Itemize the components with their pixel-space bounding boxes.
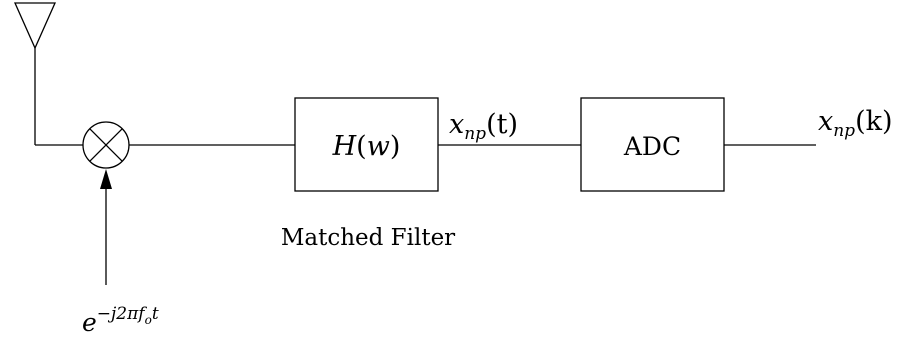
filter-label-func: H: [332, 131, 357, 162]
filter-output-symbol: x: [449, 109, 464, 140]
lo-input-arrow: [100, 169, 112, 285]
antenna-icon: [13, 2, 57, 145]
adc-output-subscript: np: [833, 121, 855, 141]
lo-exponent: −j2πf: [97, 304, 148, 324]
lo-signal-label: e−j2πfot: [82, 304, 159, 337]
adc-output-label: xnp(k): [818, 106, 893, 141]
filter-label-arg: w: [367, 131, 390, 162]
adc-label: ADC: [623, 132, 681, 161]
adc-block: ADC: [580, 97, 725, 192]
adc-output-symbol: x: [818, 106, 833, 137]
matched-filter-block: H(w): [294, 97, 439, 192]
lo-base: e: [82, 308, 97, 337]
filter-output-argument: (t): [486, 109, 518, 140]
filter-output-subscript: np: [464, 124, 486, 144]
filter-output-label: xnp(t): [449, 109, 518, 144]
matched-filter-caption: Matched Filter: [281, 225, 455, 251]
lo-exponent-tail: t: [152, 304, 159, 324]
mixer-multiply-icon: [82, 121, 130, 169]
lo-exponent-sub: o: [145, 313, 152, 327]
filter-label: H(w): [332, 131, 401, 162]
adc-output-argument: (k): [855, 106, 892, 137]
